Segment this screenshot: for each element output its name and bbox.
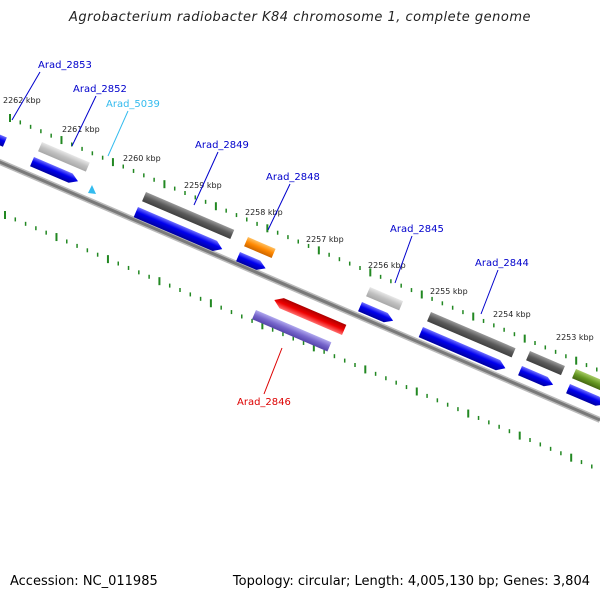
gene-label[interactable]: Arad_2846 (237, 397, 291, 408)
genome-summary: Topology: circular; Length: 4,005,130 bp… (232, 574, 590, 589)
cds-arrow-arad-2844[interactable] (418, 327, 508, 373)
gene-leader-line (263, 347, 283, 395)
cds-arrow-arad-2849[interactable] (133, 207, 225, 254)
gene-label[interactable]: Arad_2849 (195, 140, 249, 151)
cds-arrow-arad-2853[interactable] (0, 132, 7, 147)
gene-arad-2843[interactable] (526, 351, 565, 376)
kbp-label: 2254 kbp (493, 310, 531, 319)
gene-label[interactable]: Arad_2848 (266, 172, 320, 183)
kbp-label: 2253 kbp (556, 333, 594, 342)
gene-arad-2842[interactable] (572, 369, 600, 394)
gene-leader-line (480, 269, 499, 315)
gene-arad-2844[interactable] (427, 312, 516, 358)
gene-arad-2845[interactable] (366, 287, 404, 311)
cds-arrow-arad-2843[interactable] (518, 366, 555, 389)
kbp-label: 2261 kbp (62, 125, 100, 134)
gene-leader-line (71, 95, 97, 147)
kbp-label: 2258 kbp (245, 208, 283, 217)
cds-arrow-arad-2848[interactable] (236, 252, 268, 273)
gene-leader-line (107, 110, 129, 157)
cds-arrow-arad-2852[interactable] (30, 157, 80, 186)
cds-arrow-arad-2845[interactable] (358, 302, 395, 325)
page-title: Agrobacterium radiobacter K84 chromosome… (69, 10, 531, 25)
kbp-label: 2256 kbp (368, 261, 406, 270)
gene-leader-line (394, 235, 413, 284)
trna-arad-5039[interactable] (88, 185, 96, 194)
gene-label[interactable]: Arad_2852 (73, 84, 127, 95)
gene-label[interactable]: Arad_5039 (106, 99, 160, 110)
gene-label[interactable]: Arad_2844 (475, 258, 529, 269)
gene-arad-2848[interactable] (244, 237, 276, 259)
gene-label[interactable]: Arad_2845 (390, 224, 444, 235)
gene-label[interactable]: Arad_2853 (38, 60, 92, 71)
gene-arad-2849[interactable] (142, 192, 235, 240)
kbp-tick-row-lower (4, 211, 593, 469)
gene-arad-2846[interactable] (272, 295, 347, 335)
kbp-label: 2262 kbp (3, 96, 41, 105)
accession-label: Accession: NC_011985 (10, 574, 158, 589)
gene-arad-2852[interactable] (38, 142, 90, 172)
cds-arrow-arad-2842[interactable] (566, 384, 600, 409)
backbone (0, 158, 600, 423)
kbp-label: 2260 kbp (123, 154, 161, 163)
kbp-label: 2257 kbp (306, 235, 344, 244)
gene-leader-line (267, 183, 291, 231)
gene-leader-line (193, 151, 219, 206)
kbp-tick-row-upper (9, 114, 598, 372)
gene-arad-2846-cds[interactable] (252, 310, 332, 352)
kbp-label: 2255 kbp (430, 287, 468, 296)
gene-leader-line (11, 71, 41, 121)
